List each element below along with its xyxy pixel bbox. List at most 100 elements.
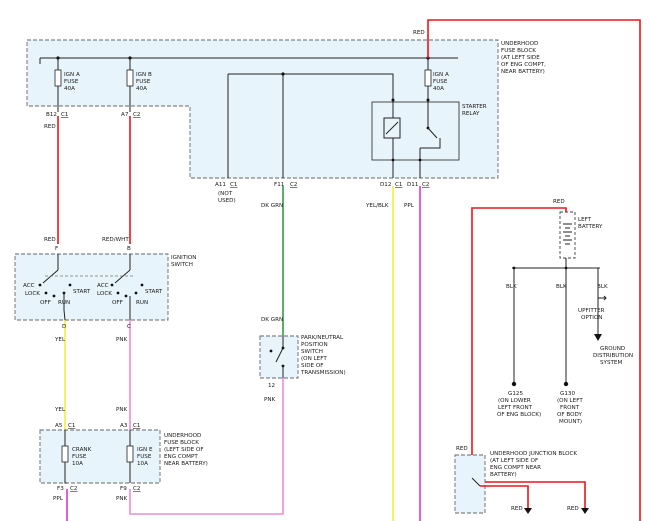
red-top-label: RED — [413, 30, 425, 36]
ign-e-fuse-symbol — [126, 445, 134, 463]
starter-relay-label-1: STARTER — [462, 104, 487, 110]
ign-pin-c: C — [127, 324, 131, 330]
junction-title-1: UNDERHOOD JUNCTION BLOCK — [490, 451, 577, 457]
crank-fuse-symbol — [61, 445, 69, 463]
ign-left-start: START — [73, 289, 91, 295]
red-batt-label: RED — [553, 199, 565, 205]
pin-d12-conn: C1 — [395, 182, 403, 188]
blk-label-3: BLK — [597, 284, 608, 290]
bottom-fuse-block-box — [39, 429, 161, 484]
ignition-switch-box — [14, 253, 169, 321]
ground-dist-1: GROUND — [600, 346, 625, 352]
pin-d11-conn: C2 — [422, 182, 429, 188]
junction-title-3: ENG COMPT NEAR — [490, 465, 541, 471]
bottom-pin-a3-conn: C1 — [133, 423, 141, 429]
bottom-fuse-title-4: ENG COMPT — [164, 454, 198, 460]
bottom-pin-f9: F9 — [120, 486, 127, 492]
bottom-pin-a5: A5 — [55, 423, 63, 429]
fuse3-label-3: 40A — [433, 86, 444, 92]
upfitter-2: OPTION — [581, 315, 602, 321]
red-ujb-label: RED — [456, 446, 468, 452]
ignition-switch-title-1: IGNITION — [171, 255, 196, 261]
starter-relay-box — [371, 101, 460, 161]
bottom-fuse-title-1: UNDERHOOD — [164, 433, 201, 439]
g130-5: MOUNT) — [559, 419, 582, 425]
pin-a7: A7 — [121, 112, 129, 118]
ign-pin-d: D — [62, 324, 66, 330]
crank-fuse-3: 10A — [72, 461, 83, 467]
g125-4: OF ENG BLOCK) — [497, 412, 541, 418]
not-used-1: (NOT — [218, 191, 233, 197]
pnk-c-label: PNK — [264, 397, 276, 403]
not-used-2: USED) — [218, 198, 236, 204]
g130-4: OF BODY — [557, 412, 583, 418]
pnp-title-2: POSITION — [301, 342, 328, 348]
bottom-fuse-block: UNDERHOOD FUSE BLOCK (LEFT SIDE OF ENG C… — [39, 423, 208, 492]
blk-label-1: BLK — [506, 284, 517, 290]
yel-blk-label: YEL/BLK — [365, 203, 389, 209]
ign-left-acc: ACC — [23, 283, 35, 289]
ign-left-off: OFF — [40, 300, 51, 306]
bottom-pin-a5-conn: C1 — [68, 423, 76, 429]
red-out-wire-2 — [485, 481, 586, 508]
fuse2-label-2: FUSE — [136, 79, 151, 85]
battery-title-1: LEFT — [578, 217, 592, 223]
bottom-pin-f3-conn: C2 — [70, 486, 77, 492]
pin-a11: A11 — [215, 182, 226, 188]
upfitter-1: UPFITTER — [578, 308, 605, 314]
ign-right-start: START — [145, 289, 163, 295]
ign-e-fuse-1: IGN E — [137, 447, 153, 453]
pnp-title-5: SIDE OF — [301, 363, 323, 369]
fuse3-label-2: FUSE — [433, 79, 448, 85]
fuse1-label-3: 40A — [64, 86, 75, 92]
top-fuse-block-title-4: OF ENG COMPT, — [501, 62, 546, 68]
pin-b12: B12 — [46, 112, 57, 118]
pnk-return-wire — [129, 378, 284, 515]
ground-dist-3: SYSTEM — [600, 360, 622, 366]
pin-a7-conn: C2 — [133, 112, 140, 118]
ign-b-fuse-symbol — [126, 69, 134, 87]
ign-left-run: RUN — [58, 300, 70, 306]
ign-e-fuse-2: FUSE — [137, 454, 152, 460]
fuse1-label-2: FUSE — [64, 79, 79, 85]
ign-e-fuse-3: 10A — [137, 461, 148, 467]
ppl-bottom-label: PPL — [53, 496, 64, 502]
ignition-switch: IGNITION SWITCH F B D C ACC LOCK OFF RUN… — [14, 246, 196, 330]
ground-dist-2: DISTRIBUTION — [593, 353, 633, 359]
left-battery: LEFT BATTERY BLK BLK BLK UPFITTER OPTION… — [497, 211, 633, 425]
pin-f11: F11 — [274, 182, 285, 188]
g130-1: G130 — [560, 391, 575, 397]
bottom-pin-a3: A3 — [120, 423, 128, 429]
pin-d11: D11 — [407, 182, 419, 188]
dk-grn-label: DK GRN — [261, 203, 283, 209]
top-fuse-block-title-3: (AT LEFT SIDE — [501, 55, 540, 61]
junction-block-box — [454, 454, 486, 514]
battery-title-2: BATTERY — [578, 224, 603, 230]
ign-right-lock: LOCK — [97, 291, 112, 297]
fuse2-label-3: 40A — [136, 86, 147, 92]
crank-fuse-1: CRANK — [72, 447, 92, 453]
pnp-title-4: (ON LEFT — [301, 356, 327, 362]
fuse2-label-1: IGN B — [136, 72, 152, 78]
g125-1: G125 — [508, 391, 523, 397]
pnp-title-1: PARK/NEUTRAL — [301, 335, 344, 341]
top-fuse-block-title-5: NEAR BATTERY) — [501, 69, 545, 75]
ign-left-lock: LOCK — [25, 291, 40, 297]
ign-right-acc: ACC — [97, 283, 109, 289]
g130-2: (ON LEFT — [557, 398, 583, 404]
dk-grn-label-2: DK GRN — [261, 317, 283, 323]
red-out-arrow-2 — [581, 508, 589, 514]
junction-title-4: BATTERY) — [490, 472, 517, 478]
pnk-bottom-label: PNK — [116, 496, 128, 502]
ground-distribution-arrow — [594, 334, 602, 341]
yel-label-b: YEL — [54, 407, 66, 413]
junction-title-2: (AT LEFT SIDE OF — [490, 458, 538, 464]
g130-3: FRONT — [560, 405, 580, 411]
pin-d12: D12 — [380, 182, 391, 188]
bottom-pin-f3: F3 — [57, 486, 64, 492]
red-out-label-2: RED — [567, 506, 579, 512]
fuse1-label-1: IGN A — [64, 72, 80, 78]
crank-fuse-2: FUSE — [72, 454, 87, 460]
